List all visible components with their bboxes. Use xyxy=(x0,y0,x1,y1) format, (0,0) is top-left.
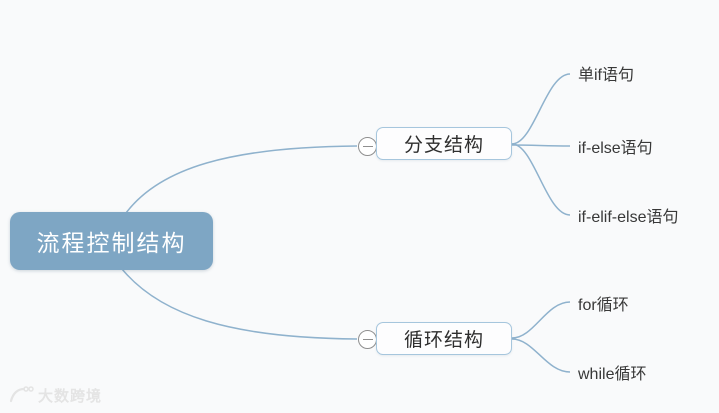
collapse-button-branch-1[interactable] xyxy=(358,137,377,156)
leaf-node-if-else[interactable]: if-else语句 xyxy=(578,140,653,157)
connector-branch1-to-leaf-2 xyxy=(511,144,571,147)
connector-branch2-to-leaf-5 xyxy=(511,338,571,373)
leaf-node-for-loop[interactable]: for循环 xyxy=(578,297,629,314)
leaf-node-single-if[interactable]: 单if语句 xyxy=(578,67,635,84)
connector-branch1-to-leaf-1 xyxy=(511,73,571,145)
minus-icon xyxy=(362,146,373,147)
watermark: 大数跨境 xyxy=(8,384,102,406)
branch-node-label: 循环结构 xyxy=(403,330,484,351)
minus-icon xyxy=(362,339,373,340)
connector-root-to-branch-2 xyxy=(121,268,358,340)
branch-node-1[interactable]: 分支结构 xyxy=(376,127,512,160)
watermark-label: 大数跨境 xyxy=(38,387,103,405)
root-node[interactable]: 流程控制结构 xyxy=(10,212,213,270)
collapse-button-branch-2[interactable] xyxy=(358,330,377,349)
branch-node-2[interactable]: 循环结构 xyxy=(376,322,512,355)
leaf-node-while-loop[interactable]: while循环 xyxy=(578,366,647,383)
root-node-label: 流程控制结构 xyxy=(36,230,187,256)
connector-branch2-to-leaf-4 xyxy=(511,301,571,339)
branch-node-label: 分支结构 xyxy=(403,135,484,156)
watermark-logo-icon xyxy=(9,386,34,403)
connector-branch1-to-leaf-3 xyxy=(511,143,571,216)
connector-root-to-branch-1 xyxy=(125,145,358,214)
leaf-node-if-elif-else[interactable]: if-elif-else语句 xyxy=(578,209,679,226)
